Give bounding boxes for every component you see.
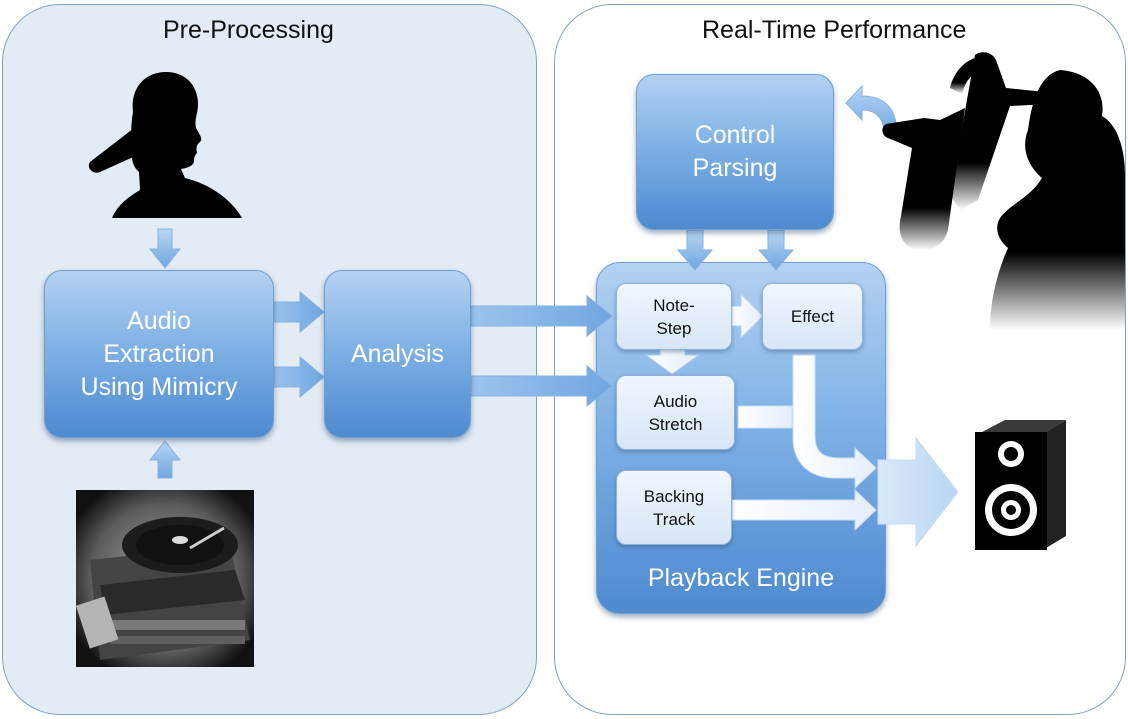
note-step-line-2: Step: [656, 318, 692, 338]
speaker-icon: [975, 420, 1066, 550]
singer-silhouette-icon: [88, 72, 242, 218]
arrow-note-step-to-audio-stretch: [644, 348, 701, 375]
down-arrow-singer: [148, 228, 182, 269]
curved-arrow-saxophonist-to-control: [845, 84, 898, 135]
arrow-note-step-to-effect: [730, 292, 764, 340]
audio-extraction-line-3: Using Mimicry: [80, 372, 238, 401]
arrow-extraction-to-analysis-2: [273, 355, 325, 399]
turntable-photo: [75, 490, 254, 667]
arrow-backing-track-to-output: [731, 488, 877, 532]
big-arrow-to-speaker: [877, 436, 959, 548]
arrow-effect-to-output: [792, 354, 877, 490]
audio-stretch-block: Audio Stretch: [616, 375, 735, 450]
saxophonist-silhouette-icon: [882, 52, 1125, 330]
control-parsing-line-1: Control: [694, 121, 776, 149]
control-parsing-line-2: Parsing: [692, 154, 778, 182]
arrow-audio-stretch-stub: [737, 405, 793, 429]
arrow-control-to-note-step: [676, 229, 714, 271]
playback-engine-label: Playback Engine: [647, 564, 835, 592]
effect-label: Effect: [790, 307, 835, 326]
audio-extraction-block: Audio Extraction Using Mimicry: [44, 270, 274, 438]
backing-track-line-1: Backing: [643, 486, 705, 506]
real-time-performance-title: Real-Time Performance: [702, 16, 967, 44]
arrow-analysis-to-note-step: [470, 294, 613, 338]
audio-extraction-line-2: Extraction: [103, 339, 215, 368]
note-step-block: Note- Step: [616, 283, 732, 350]
arrow-extraction-to-analysis-1: [273, 290, 325, 334]
effect-block: Effect: [762, 283, 863, 350]
up-arrow-turntable: [148, 440, 182, 479]
audio-stretch-line-2: Stretch: [648, 414, 703, 434]
control-parsing-block: Control Parsing: [636, 74, 834, 230]
backing-track-line-2: Track: [653, 509, 695, 529]
arrow-analysis-to-audio-stretch: [470, 364, 613, 408]
audio-stretch-line-1: Audio: [653, 391, 698, 411]
analysis-label: Analysis: [350, 339, 445, 368]
audio-extraction-line-1: Audio: [127, 306, 191, 335]
arrow-control-to-effect: [757, 229, 795, 271]
analysis-block: Analysis: [324, 270, 471, 438]
note-step-line-1: Note-: [653, 295, 695, 315]
pre-processing-title: Pre-Processing: [163, 16, 334, 44]
backing-track-block: Backing Track: [616, 470, 732, 545]
